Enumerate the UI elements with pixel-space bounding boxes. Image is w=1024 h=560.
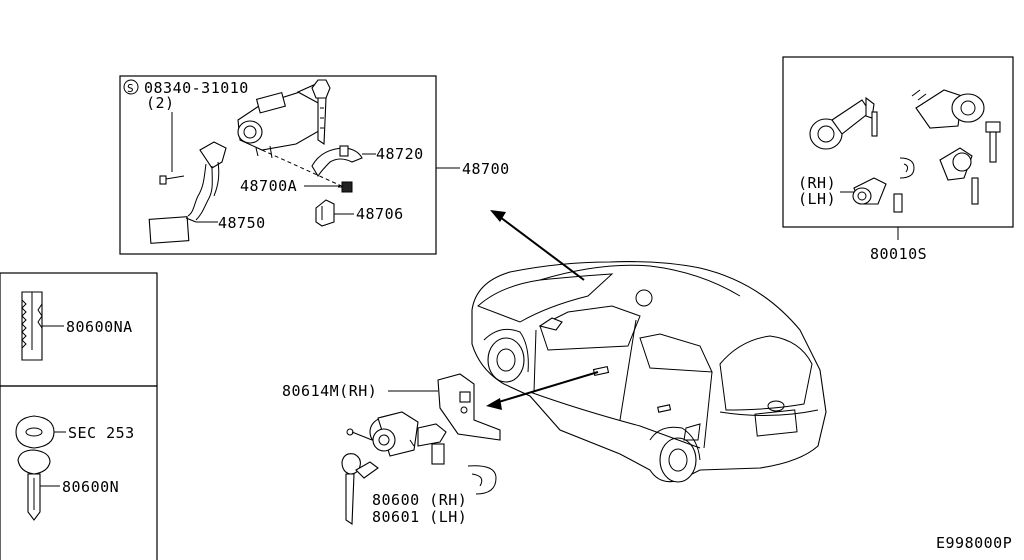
door-lock-clip-icon — [467, 465, 497, 495]
shear-bolt-icon — [338, 181, 353, 193]
ignition-key-icon — [311, 79, 331, 145]
door-cylinder-small-icon — [852, 177, 903, 213]
door-cylinder-lh-part-number: 80601 (LH) — [372, 508, 467, 526]
door-lock-rod-icon — [346, 428, 373, 441]
vehicle-illustration — [471, 261, 827, 483]
diagram-code: E998000P — [936, 534, 1012, 552]
trunk-cylinder-icon — [911, 89, 1001, 163]
ignition-lock-assembly-part-number: 48700 — [462, 160, 510, 178]
screw-part-number: 08340-31010 — [144, 79, 249, 97]
ignition-lock-group: S 08340-31010 (2) — [119, 75, 510, 255]
screw-quantity: (2) — [146, 94, 175, 112]
clip-icon — [899, 157, 915, 179]
lock-set-part-number: 80010S — [870, 245, 927, 263]
ignition-lock-body-icon — [237, 83, 347, 189]
lower-shell-icon — [311, 145, 363, 178]
ignition-lock-frame — [119, 75, 437, 255]
bracket-part-number: 80614M(RH) — [282, 382, 377, 400]
special-part-symbol-letter: S — [127, 82, 134, 95]
key-part-number: 80600N — [62, 478, 119, 496]
screw-icon — [159, 175, 185, 185]
key-blank-icon — [21, 291, 43, 361]
glovebox-cylinder-icon — [939, 147, 979, 205]
key-blank-group: 80600NA — [0, 272, 158, 387]
harness-part-number: 48750 — [218, 214, 266, 232]
key-head-transponder-icon — [15, 415, 55, 449]
door-lock-bracket-icon — [437, 373, 501, 441]
key-icon — [17, 449, 51, 521]
shear-bolt-part-number: 48700A — [240, 177, 297, 195]
lock-set-group: (RH) (LH) 80010S — [782, 56, 1014, 263]
key-group: SEC 253 80600N — [0, 385, 158, 560]
lock-set-lh-label: (LH) — [798, 190, 836, 208]
section-reference: SEC 253 — [68, 424, 135, 442]
door-lock-group: 80614M(RH) 80600 — [282, 373, 501, 526]
lower-shell-part-number: 48720 — [376, 145, 424, 163]
door-lock-cylinder-icon — [369, 411, 447, 465]
lock-set-rh-label: (RH) — [798, 174, 836, 192]
key-frame — [0, 385, 158, 560]
ignition-switch-harness-icon — [148, 141, 227, 244]
ignition-cylinder-icon — [809, 96, 878, 150]
retainer-part-number: 48706 — [356, 205, 404, 223]
door-cylinder-rh-part-number: 80600 (RH) — [372, 491, 467, 509]
pointer-arrows — [486, 210, 599, 410]
door-key-icon — [341, 453, 379, 526]
key-blank-part-number: 80600NA — [66, 318, 133, 336]
retainer-clip-icon — [315, 199, 335, 227]
special-part-symbol — [123, 79, 139, 95]
